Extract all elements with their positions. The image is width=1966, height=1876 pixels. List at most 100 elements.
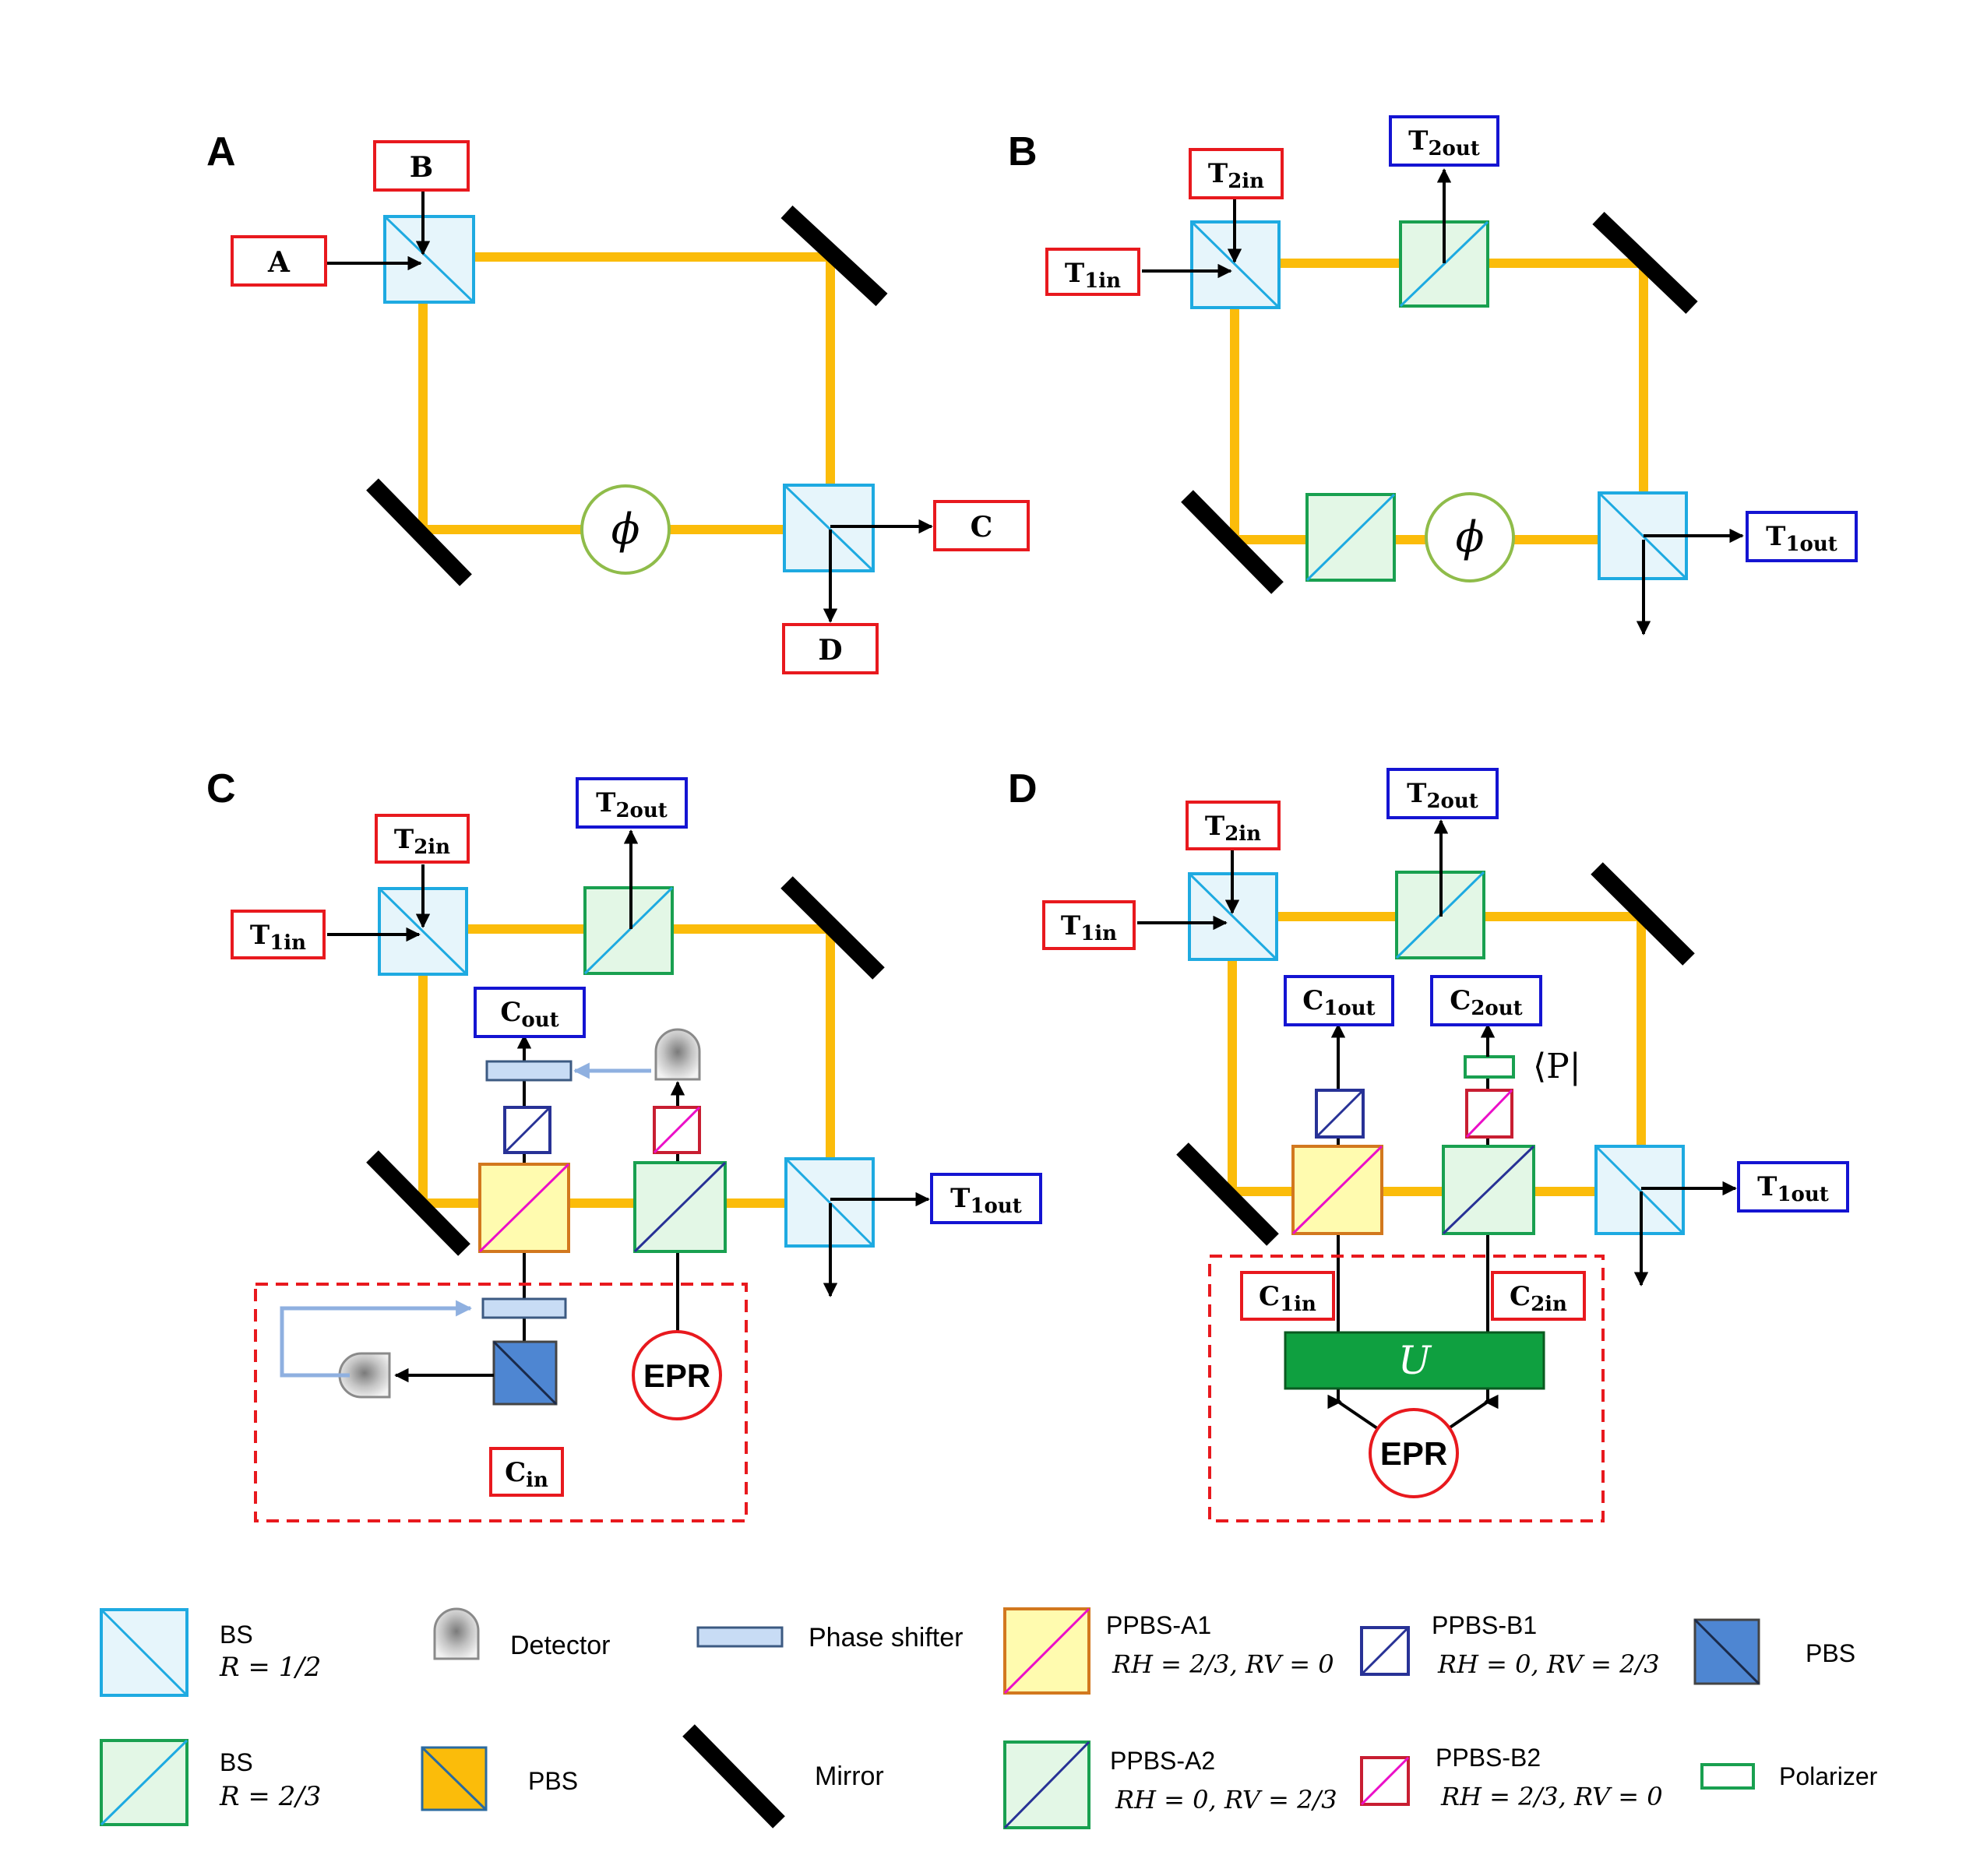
port-label-c: C xyxy=(933,500,1030,551)
ppbs-a2 xyxy=(1442,1145,1535,1235)
phase-shifter-phi: ϕ xyxy=(580,484,671,575)
legend-ppbs-a1-r: RH = 2/3, RV = 0 xyxy=(1112,1649,1334,1679)
svg-text:T2out: T2out xyxy=(596,787,668,822)
panel-a-title: A xyxy=(206,129,236,174)
panel-a: A ϕ A xyxy=(206,129,1030,674)
legend-phase-shifter: Phase shifter xyxy=(809,1623,963,1652)
legend-pbs-yellow-symbol xyxy=(421,1746,488,1811)
legend-mirror: Mirror xyxy=(815,1762,884,1791)
legend-ppbs-b2-symbol xyxy=(1360,1756,1410,1806)
svg-text:D: D xyxy=(818,634,842,667)
mirror xyxy=(1181,212,1698,594)
legend-bs-23: BS xyxy=(220,1748,253,1776)
legend-polarizer-symbol xyxy=(1700,1763,1755,1790)
legend-polarizer: Polarizer xyxy=(1779,1762,1878,1790)
svg-text:A: A xyxy=(267,246,291,279)
feed-forward-arrows xyxy=(280,1062,651,1378)
legend-bs-half-r: R = 1/2 xyxy=(219,1652,321,1683)
mirror xyxy=(366,205,888,586)
ppbs-b1 xyxy=(503,1106,551,1154)
signal-arrows xyxy=(327,190,933,623)
svg-text:EPR: EPR xyxy=(643,1357,710,1394)
svg-text:EPR: EPR xyxy=(1380,1435,1447,1472)
svg-text:T2in: T2in xyxy=(1208,158,1264,193)
phase-shifter-phi: ϕ xyxy=(1425,492,1515,583)
port-label-t1out: T1out xyxy=(1746,511,1858,562)
port-label-t2out: T2out xyxy=(1389,115,1499,167)
signal-arrows xyxy=(1137,819,1737,1430)
legend-ppbs-a2-symbol xyxy=(1003,1740,1090,1829)
signal-arrows xyxy=(1142,168,1744,635)
port-label-a: A xyxy=(231,235,327,287)
beam-splitter-two-thirds xyxy=(1305,220,1489,582)
legend-ppbs-b1-symbol xyxy=(1360,1626,1410,1676)
legend-ppbs-b1-r: RH = 0, RV = 2/3 xyxy=(1437,1649,1660,1679)
legend-bs-two-thirds-symbol xyxy=(100,1739,188,1826)
mirror xyxy=(1176,862,1695,1246)
svg-text:Cin: Cin xyxy=(505,1457,548,1492)
port-label-c2in: C2in xyxy=(1491,1271,1586,1321)
beam-splitter-two-thirds xyxy=(583,886,674,975)
phase-shifter xyxy=(481,1060,573,1319)
legend-ppbs-b2-r: RH = 2/3, RV = 0 xyxy=(1440,1782,1663,1811)
preparation-box xyxy=(1208,1255,1605,1522)
svg-text:Cout: Cout xyxy=(500,997,558,1032)
port-label-d: D xyxy=(782,623,879,674)
epr-source: EPR xyxy=(632,1330,722,1420)
legend-pbs-blue: PBS xyxy=(1806,1639,1855,1667)
legend-ppbs-a2-r: RH = 0, RV = 2/3 xyxy=(1115,1785,1337,1814)
panel-b: B ϕ xyxy=(1008,115,1858,635)
legend-bs-half-symbol xyxy=(100,1608,188,1697)
svg-text:T1out: T1out xyxy=(950,1183,1022,1218)
svg-text:T1in: T1in xyxy=(1061,910,1117,945)
ppbs-a1 xyxy=(478,1163,570,1253)
legend-ppbs-a2: PPBS-A2 xyxy=(1110,1747,1215,1775)
legend-pbs-blue-symbol xyxy=(1693,1618,1760,1685)
svg-text:T1in: T1in xyxy=(1065,258,1121,293)
ppbs-b2 xyxy=(653,1106,701,1154)
legend-detector-symbol xyxy=(433,1607,480,1660)
port-label-b: B xyxy=(373,140,470,192)
beam-splitter-half xyxy=(383,215,875,572)
svg-text:C: C xyxy=(971,511,993,544)
port-label-t1out: T1out xyxy=(1737,1161,1849,1213)
mirror xyxy=(366,876,885,1256)
legend-pbs-yellow: PBS xyxy=(528,1767,578,1795)
signal-arrows xyxy=(327,829,930,1383)
legend-ppbs-a1: PPBS-A1 xyxy=(1106,1611,1211,1639)
port-label-t2out: T2out xyxy=(1386,768,1499,819)
panel-d-title: D xyxy=(1008,766,1038,811)
legend-bs-23-r: R = 2/3 xyxy=(219,1781,321,1812)
panel-c-title: C xyxy=(206,766,236,811)
pbs xyxy=(492,1340,558,1406)
projector-label: ⟨P| xyxy=(1533,1047,1581,1086)
svg-text:T1out: T1out xyxy=(1766,521,1837,556)
port-label-cin: Cin xyxy=(489,1447,564,1497)
port-label-c1in: C1in xyxy=(1240,1271,1335,1321)
port-label-t2out: T2out xyxy=(576,777,688,829)
svg-text:T1in: T1in xyxy=(250,920,306,955)
svg-text:T2in: T2in xyxy=(394,824,450,859)
phi-label: ϕ xyxy=(611,505,640,554)
epr-source: EPR xyxy=(1369,1408,1459,1498)
legend-mirror-symbol xyxy=(682,1724,785,1828)
legend-ppbs-a1-symbol xyxy=(1003,1607,1090,1695)
svg-text:C2in: C2in xyxy=(1510,1281,1567,1316)
phi-label: ϕ xyxy=(1456,512,1485,561)
svg-text:C2out: C2out xyxy=(1450,985,1522,1020)
svg-text:T2in: T2in xyxy=(1205,811,1261,846)
port-label-t2in: T2in xyxy=(1189,148,1284,199)
ppbs-b2 xyxy=(1465,1089,1513,1139)
legend-ppbs-b2: PPBS-B2 xyxy=(1436,1744,1541,1772)
unitary-box: U xyxy=(1284,1331,1545,1390)
port-label-c2out: C2out xyxy=(1430,975,1542,1026)
panel-b-title: B xyxy=(1008,129,1038,174)
port-label-t1in: T1in xyxy=(1045,248,1140,296)
port-label-t1in: T1in xyxy=(231,910,326,959)
svg-text:U: U xyxy=(1398,1338,1432,1383)
ppbs-a2 xyxy=(633,1161,727,1253)
svg-text:T1out: T1out xyxy=(1757,1171,1829,1206)
panel-d: D xyxy=(1008,766,1849,1522)
ppbs-a1 xyxy=(1291,1145,1383,1235)
